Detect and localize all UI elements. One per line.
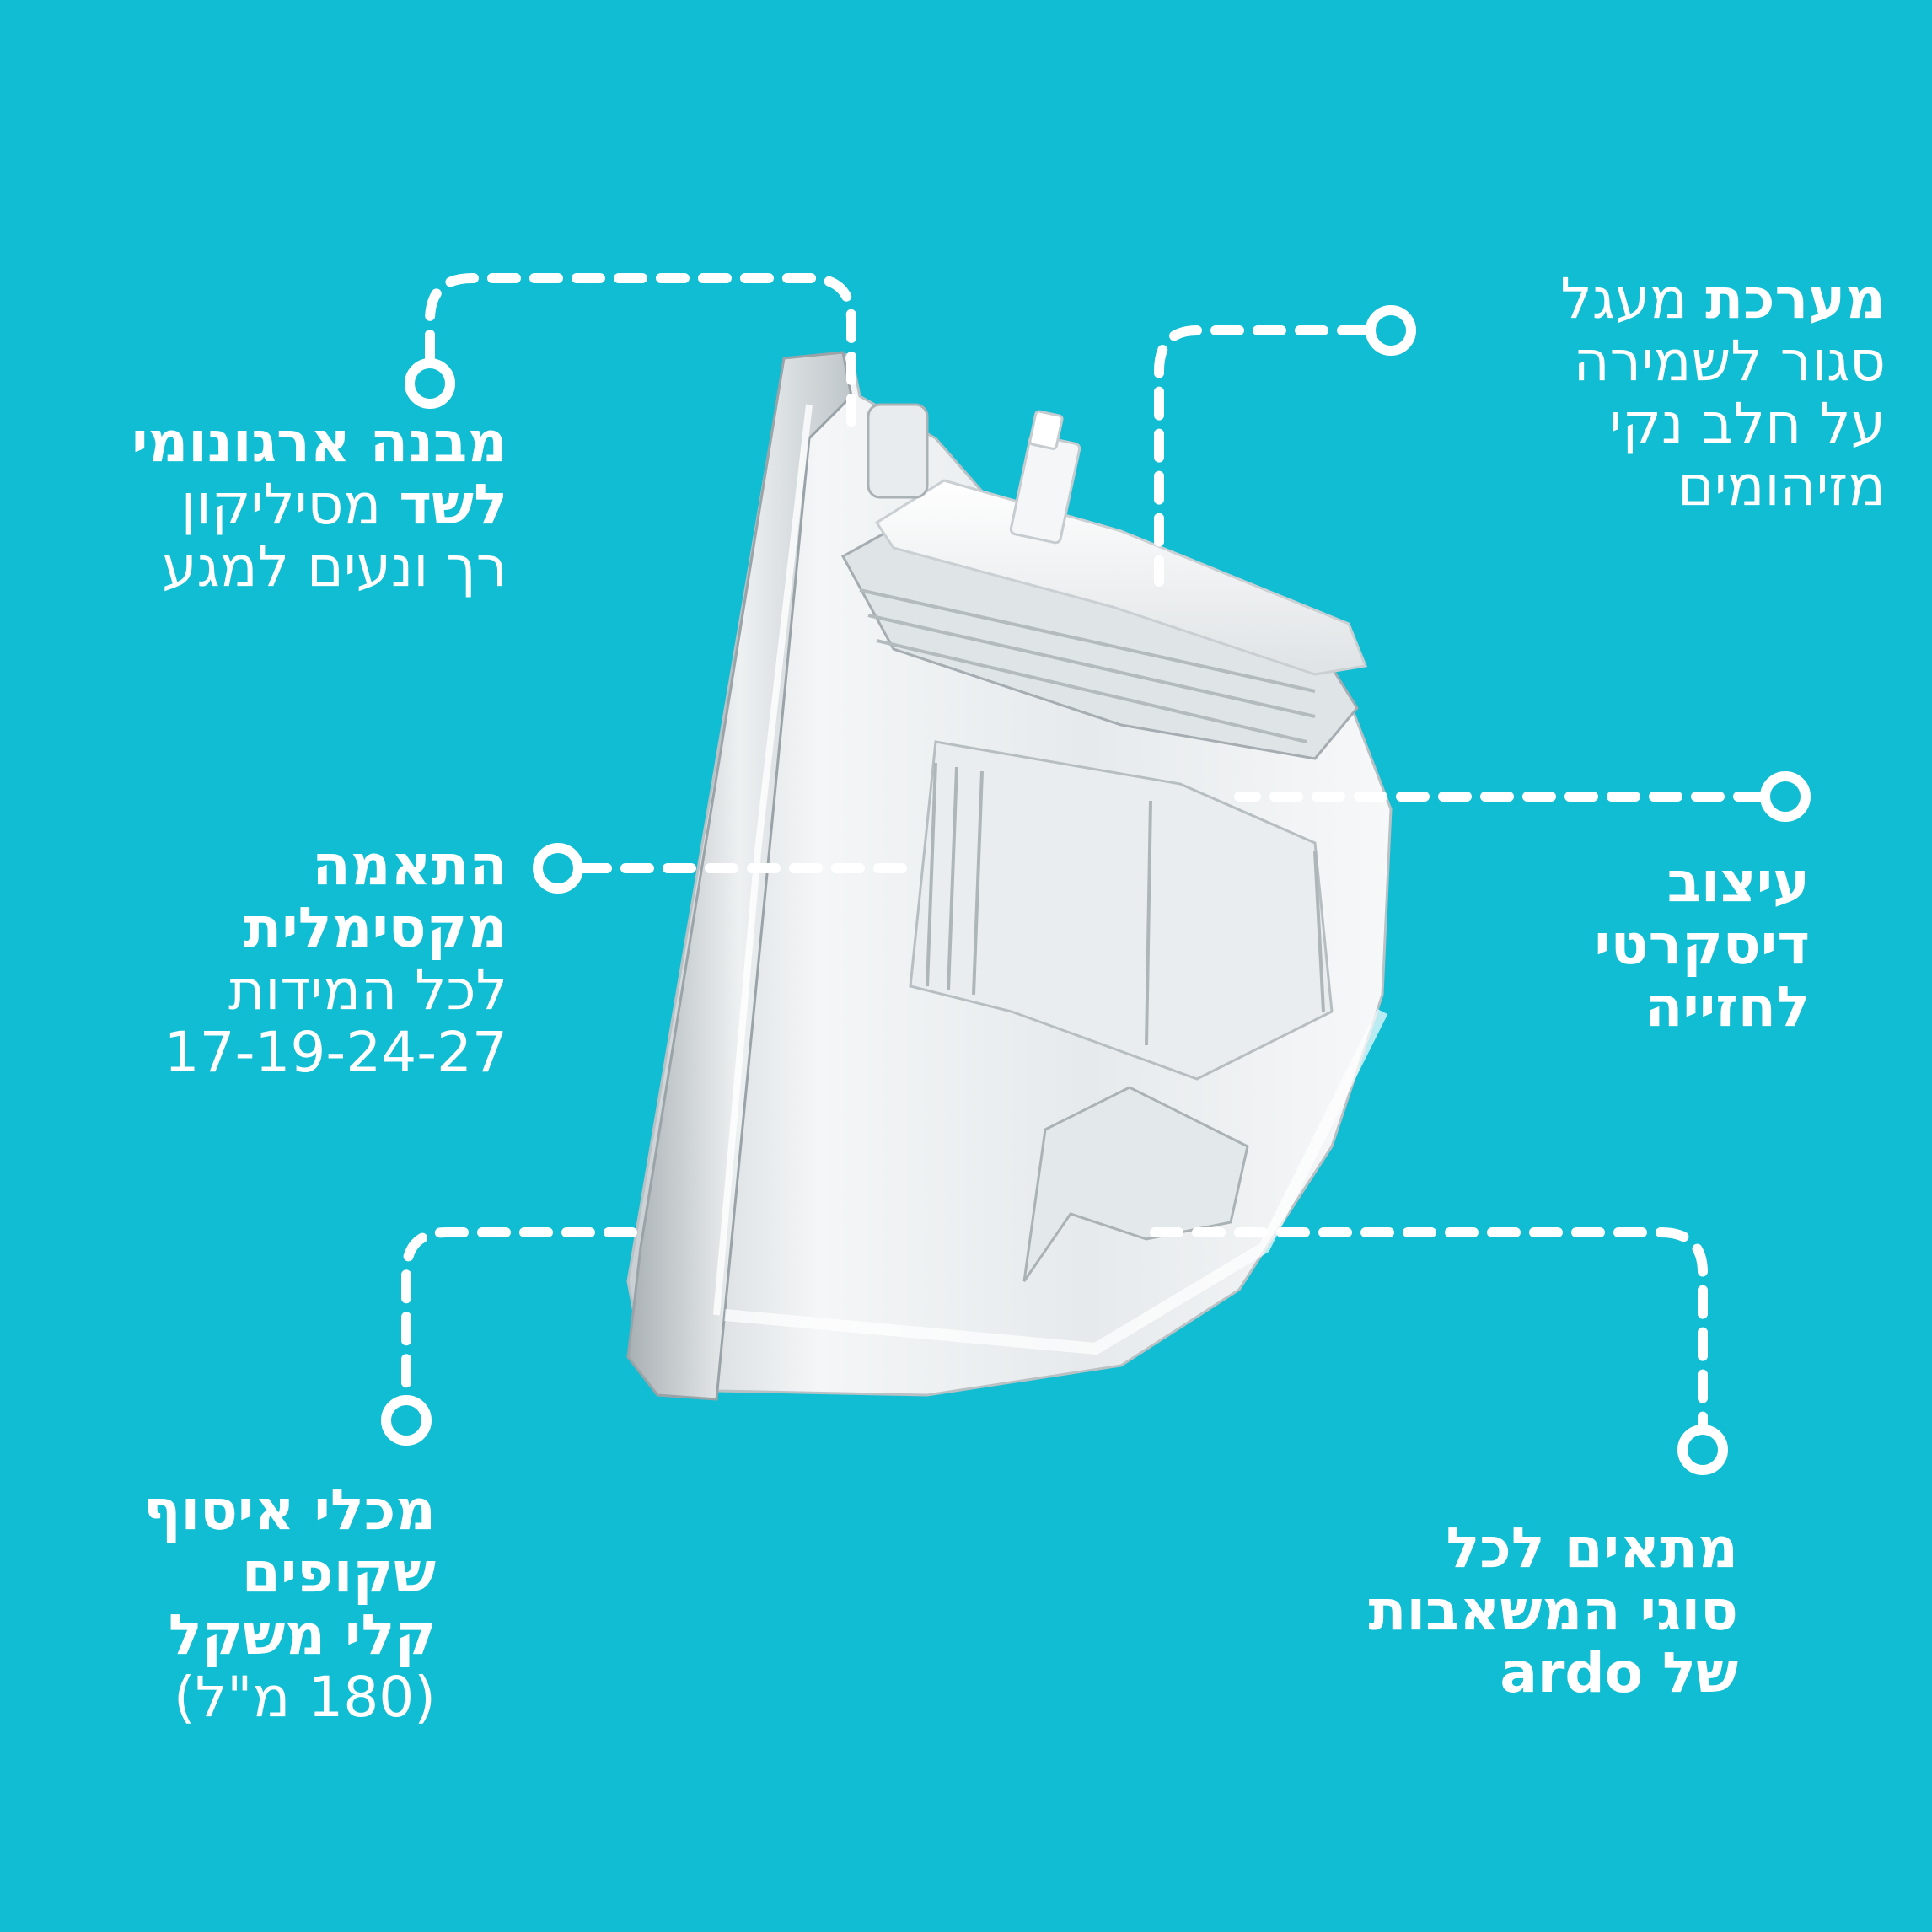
callout-closed-system-line-4: מזיהומים [1677,453,1886,518]
callout-max-fit-line-3: לכל המידות [228,957,507,1022]
callout-containers-line-2: שקופים [241,1539,436,1605]
callout-containers-line-1: מכלי איסוף [142,1478,436,1543]
connector-endpoints [381,305,1811,1475]
callout-max-fit-sizes: 17-19-24-27 [164,1019,507,1085]
callout-max-fit-line-2: מקסימלית [244,894,507,960]
endpoint-closed-system-icon [1366,305,1416,356]
callout-ergonomic-line-1: מבנה ארגונומי [131,410,507,475]
callout-compatible-line-3: של ardo [1500,1640,1738,1705]
endpoint-max-fit-icon [533,843,583,894]
callout-closed-system-line-3: על חלב נקי [1609,390,1886,456]
callout-compatible-ardo: מתאים לכל סוגי המשאבות של ardo [1368,1517,1738,1704]
closed-system-lid [840,403,1368,760]
endpoint-containers-icon [381,1395,432,1446]
callout-collection-containers: מכלי איסוף שקופים קלי משקל (180 מ"ל) [143,1479,436,1729]
connector-ergonomic [425,273,856,427]
callout-ergonomic-structure: מבנה ארגונומי לשד מסיליקון רך ונעים למגע [131,411,507,598]
callout-discreet-line-1: עיצוב [1666,850,1810,915]
connector-containers [401,1227,637,1396]
callout-discreet-line-3: לחזייה [1645,974,1810,1039]
callout-compatible-line-2: סוגי המשאבות [1368,1577,1738,1643]
callout-containers-volume: (180 מ"ל) [173,1664,436,1730]
callout-containers-line-3: קלי משקל [168,1602,436,1667]
connector-compatible [1150,1227,1708,1430]
callout-closed-system-line-2: סגור לשמירה [1573,328,1886,394]
callout-discreet-design: עיצוב דיסקרטי לחזייה [1594,851,1810,1038]
callout-discreet-line-2: דיסקרטי [1594,911,1810,977]
callout-compatible-line-1: מתאים לכל [1446,1516,1739,1580]
callout-closed-system: מערכת מעגל סגור לשמירה על חלב נקי מזיהומ… [1560,268,1886,518]
endpoint-discreet-icon [1760,771,1811,822]
callout-max-fit-line-1: התאמה [312,833,507,898]
callout-closed-system-line-1: מערכת מעגל [1560,266,1886,331]
callout-ergonomic-line-2: לשד מסיליקון [180,471,507,537]
endpoint-compatible-icon [1677,1425,1728,1475]
connector-lines [401,273,1767,1430]
connector-closed-system [1154,325,1371,587]
callout-ergonomic-line-3: רך ונעים למגע [162,534,507,599]
callout-max-fit: התאמה מקסימלית לכל המידות 17-19-24-27 [164,835,507,1084]
endpoint-ergonomic-icon [405,358,455,409]
